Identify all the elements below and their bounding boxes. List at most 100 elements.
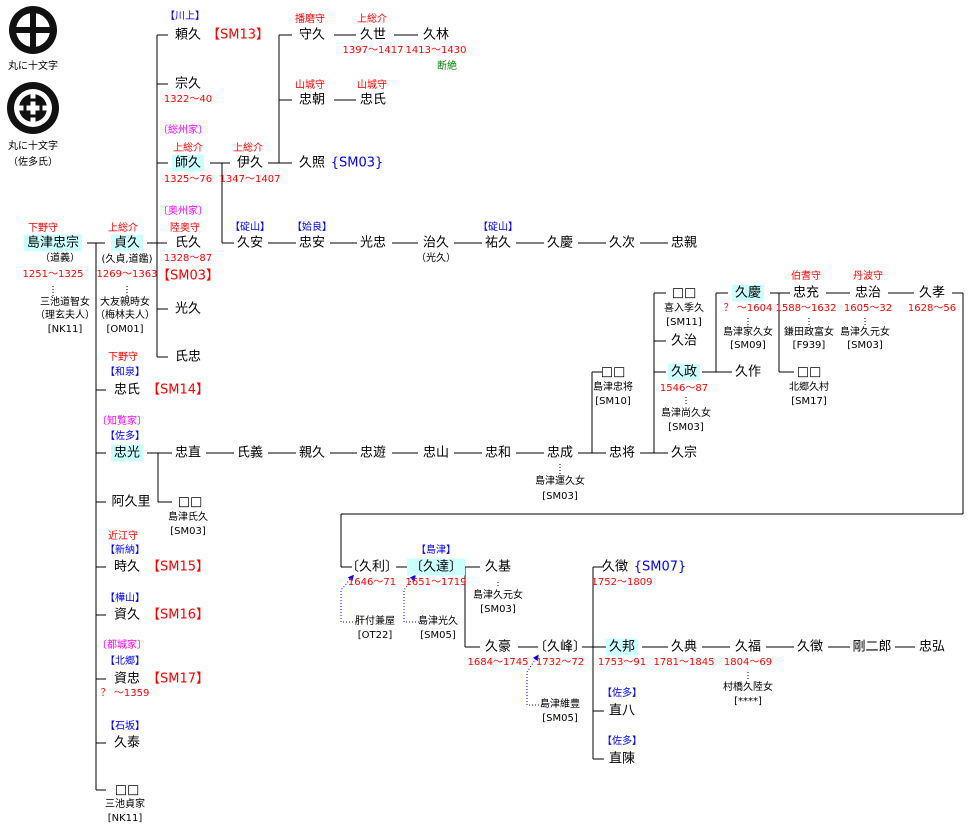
alt-name: （光久） <box>416 253 456 264</box>
person-name: 忠氏 <box>359 92 387 108</box>
reference-code: [NK11] <box>47 324 83 335</box>
person-name: 忠和 <box>484 445 512 461</box>
lineage-link[interactable]: 【SM03】 <box>156 268 220 284</box>
house-name: 【姶良】 <box>292 222 332 233</box>
reference-code: [****] <box>734 696 762 707</box>
person-name: 忠治 <box>854 285 882 301</box>
life-years: 1684～1745 <box>467 657 529 668</box>
reference-code: [SM05] <box>420 630 456 641</box>
person-name-highlighted: 師久 <box>171 154 205 172</box>
court-title: 上総介 <box>233 143 263 154</box>
person-name: 直八 <box>608 703 636 719</box>
court-title: 上総介 <box>357 14 387 25</box>
house-name: 【川上】 <box>165 11 205 22</box>
person-name: 守久 <box>298 27 326 43</box>
person-name: 久治 <box>670 333 698 349</box>
person-name: 久福 <box>734 639 762 655</box>
person-name: 祐久 <box>484 235 512 251</box>
reference-code: [OM01] <box>106 324 144 335</box>
person-name: 伊久 <box>236 155 264 171</box>
reference-code: [SM11] <box>666 317 702 328</box>
court-title: 近江守 <box>108 531 138 542</box>
adoption-arrow <box>340 574 362 623</box>
life-years: 1804～69 <box>723 657 773 668</box>
life-years: ？ ～1359 <box>100 688 150 699</box>
life-years: 1325～76 <box>163 174 213 185</box>
lineage-link[interactable]: 【SM16】 <box>146 607 210 623</box>
lineage-link[interactable]: 【SM17】 <box>146 671 210 687</box>
life-years: 1732～72 <box>535 657 585 668</box>
court-title: 播磨守 <box>295 14 325 25</box>
reference-code: [SM03] <box>847 340 883 351</box>
life-years: 1753～91 <box>597 657 647 668</box>
person-name: 〔久峰〕 <box>533 639 587 655</box>
person-name: 久慶 <box>546 235 574 251</box>
person-name-highlighted: 忠光 <box>110 444 144 462</box>
extinct-note: 断絶 <box>437 61 457 72</box>
court-title: 上総介 <box>173 143 203 154</box>
person-name: 資久 <box>113 607 141 623</box>
house-name: 【北郷】 <box>105 656 145 667</box>
reference-code: [SM17] <box>791 396 827 407</box>
spouse-name: 島津氏久 <box>168 512 208 523</box>
reference-code: [SM03] <box>480 604 516 615</box>
crest-label: 丸に十文字 <box>8 61 58 72</box>
person-name: 氏義 <box>236 445 264 461</box>
crest-label: 丸に十文字 <box>8 141 58 152</box>
lineage-link[interactable]: 【SM15】 <box>146 559 210 575</box>
person-name: 久典 <box>670 639 698 655</box>
person-name: 光久 <box>174 301 202 317</box>
life-years: 1752～1809 <box>591 577 653 588</box>
clan-branch: 〔知覧家〕 <box>97 416 147 427</box>
court-title: 上総介 <box>108 223 138 234</box>
person-name: 阿久里 <box>111 494 151 510</box>
person-name: 宗久 <box>174 76 202 92</box>
person-name: 久作 <box>734 364 762 380</box>
person-name: □□ <box>114 782 140 798</box>
maru-ni-jumonji-crest-icon <box>9 6 57 54</box>
life-years: 1546～87 <box>659 383 709 394</box>
person-name: 親久 <box>298 445 326 461</box>
person-name: 忠成 <box>546 445 574 461</box>
lineage-link[interactable]: 【SM13】 <box>206 27 270 43</box>
person-name: 資忠 <box>113 671 141 687</box>
spouse-name: （理玄夫人） <box>35 310 95 321</box>
house-name: 【新納】 <box>105 545 145 556</box>
house-name: 【和泉】 <box>105 367 145 378</box>
person-name: 忠充 <box>792 285 820 301</box>
life-years: 1347～1407 <box>219 174 281 185</box>
person-name: 忠遊 <box>359 445 387 461</box>
lineage-link[interactable]: {SM03} <box>330 155 384 171</box>
person-name: 直陳 <box>608 751 636 767</box>
house-name: 【碇山】 <box>478 222 518 233</box>
spouse-name: 島津尚久女 <box>661 408 711 419</box>
house-name: 【佐多】 <box>105 431 145 442</box>
lineage-link[interactable]: 【SM14】 <box>146 382 210 398</box>
person-name: 忠将 <box>608 445 636 461</box>
life-years: 1269～1363 <box>96 269 158 280</box>
person-name: 忠直 <box>174 445 202 461</box>
life-years: 1628～56 <box>907 303 957 314</box>
person-name: 久世 <box>359 27 387 43</box>
person-name: □□ <box>796 364 822 380</box>
life-years: 1251～1325 <box>22 269 84 280</box>
person-name: 久豪 <box>484 639 512 655</box>
court-title: 下野守 <box>28 223 58 234</box>
reference-code: [F939] <box>792 340 826 351</box>
person-name: 久徴 <box>601 559 629 575</box>
court-title: 下野守 <box>108 352 138 363</box>
person-name: □□ <box>177 494 203 510</box>
alt-name: (久貞,道鑑) <box>101 254 153 265</box>
person-name: 〔久利〕 <box>345 559 399 575</box>
house-name: 【佐多】 <box>602 736 642 747</box>
person-name: 氏久 <box>174 235 202 251</box>
court-title: 山城守 <box>295 80 325 91</box>
spouse-name: 北郷久村 <box>789 382 829 393</box>
spouse-name: 島津家久女 <box>723 327 773 338</box>
reference-code: [NK11] <box>107 813 143 824</box>
person-name-highlighted: 久邦 <box>605 638 639 656</box>
court-title: 山城守 <box>357 80 387 91</box>
lineage-link[interactable]: {SM07} <box>633 559 687 575</box>
